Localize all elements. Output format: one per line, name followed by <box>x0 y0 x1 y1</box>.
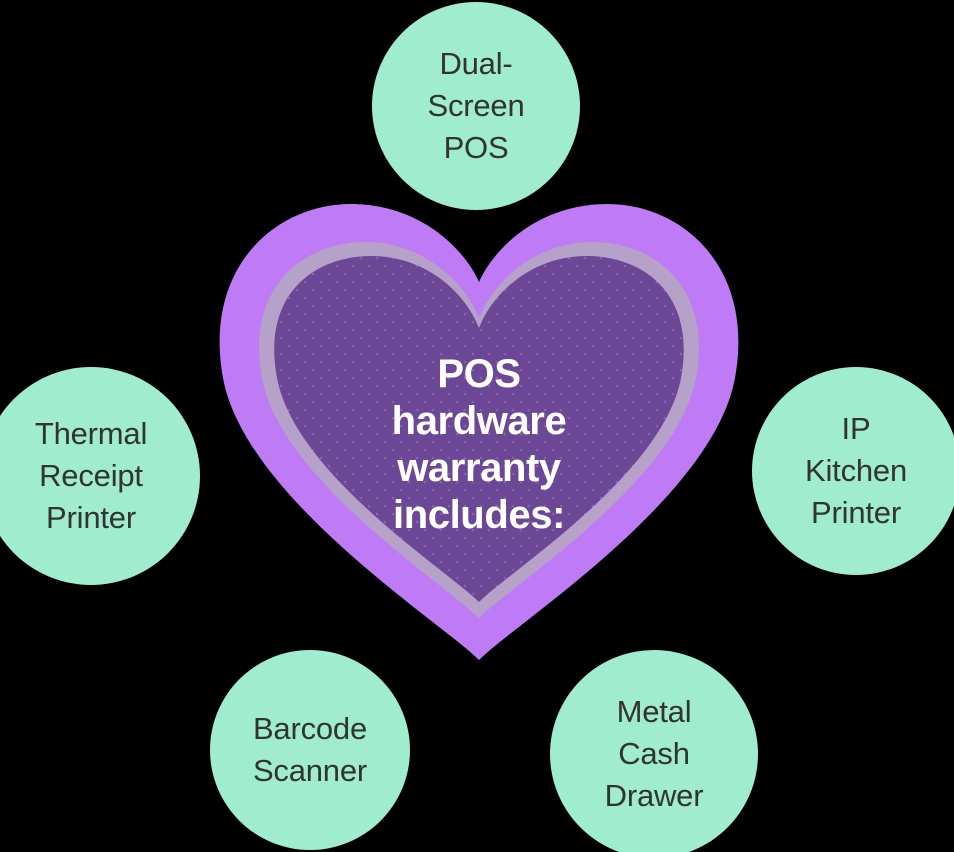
node-metal-cash-drawer[interactable]: Metal Cash Drawer <box>550 650 758 852</box>
node-ip-kitchen-printer[interactable]: IP Kitchen Printer <box>752 367 954 575</box>
node-label-thermal-receipt-printer: Thermal Receipt Printer <box>34 415 148 536</box>
node-barcode-scanner[interactable]: Barcode Scanner <box>210 650 410 850</box>
node-thermal-receipt-printer[interactable]: Thermal Receipt Printer <box>0 367 200 585</box>
node-dual-screen-pos[interactable]: Dual- Screen POS <box>372 2 580 210</box>
node-label-ip-kitchen-printer: IP Kitchen Printer <box>805 410 907 531</box>
center-heart[interactable]: POS hardware warranty includes: <box>205 198 753 668</box>
heart-inner-shape <box>274 256 684 602</box>
node-label-dual-screen-pos: Dual- Screen POS <box>427 45 525 166</box>
node-label-barcode-scanner: Barcode Scanner <box>252 710 368 788</box>
node-label-metal-cash-drawer: Metal Cash Drawer <box>604 693 704 814</box>
